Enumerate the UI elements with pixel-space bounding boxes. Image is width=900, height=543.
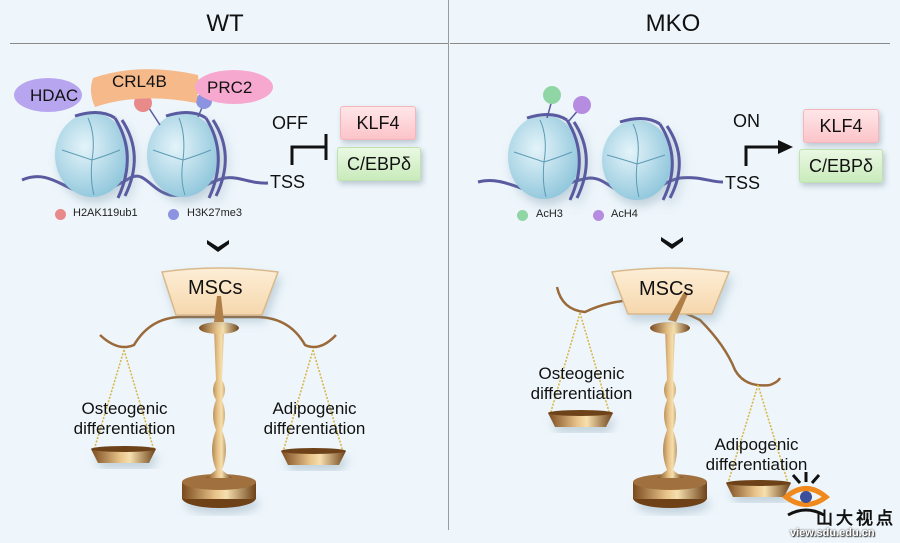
mko-state-label: ON [733, 111, 760, 131]
repression-arrow-icon [290, 134, 328, 165]
prc2-label: PRC2 [207, 78, 253, 97]
wt-klf4-box: KLF4 [340, 106, 416, 140]
ach3-legend-dot [517, 210, 528, 221]
wt-title-divider [10, 43, 448, 44]
wt-complexes [14, 69, 273, 112]
h3k27me3-legend-label: H3K27me3 [187, 207, 243, 219]
wt-tss-label: TSS [270, 172, 306, 192]
wt-panel-title: WT [206, 10, 244, 37]
wt-right-pan [281, 451, 346, 465]
mko-nucleosome-1 [508, 113, 588, 201]
mko-down-chevron-icon [661, 237, 683, 249]
mko-klf4-box: KLF4 [803, 109, 879, 143]
mko-balance-beam [555, 286, 782, 387]
mko-nucleosome-2 [602, 117, 681, 201]
mko-chromatin [477, 86, 724, 201]
panel-divider [448, 0, 449, 530]
h2ak119ub1-legend-label: H2AK119ub1 [73, 207, 138, 219]
h2ak119ub1-legend-dot [55, 209, 66, 220]
watermark-text: 山大视点 [816, 509, 896, 528]
ach3-mark [543, 86, 561, 104]
mko-tss-label: TSS [725, 173, 761, 193]
watermark-eye-logo [781, 472, 831, 517]
wt-msc-label: MSCs [188, 277, 243, 299]
wt-nucleosome-1 [55, 111, 136, 199]
wt-msc-plaque [161, 267, 280, 316]
hdac-complex [14, 78, 82, 112]
wt-left-pan [91, 449, 156, 463]
activation-arrow-icon [744, 145, 780, 166]
mko-right-pan [726, 483, 791, 497]
ach4-legend-label: AcH4 [611, 208, 638, 220]
mko-left-pan [548, 413, 613, 427]
wt-state-label: OFF [272, 113, 308, 133]
mko-panel-title: MKO [645, 10, 701, 37]
wt-balance-scale [91, 267, 346, 508]
crl4b-complex [90, 69, 199, 107]
wt-down-chevron-icon [207, 240, 229, 252]
mko-balance-scale [548, 267, 791, 508]
ach4-legend-dot [593, 210, 604, 221]
crl4b-label: CRL4B [112, 72, 167, 91]
wt-dna-strand [21, 174, 269, 197]
mko-cebpd-box: C/EBPδ [799, 149, 883, 183]
hdac-label: HDAC [30, 86, 79, 105]
wt-nucleosome-2 [147, 111, 227, 199]
watermark-url: view.sdu.edu.cn [790, 527, 875, 539]
wt-cebpd-box: C/EBPδ [337, 147, 421, 181]
h3k27me3-legend-dot [168, 209, 179, 220]
wt-chromatin [21, 93, 269, 199]
prc2-complex [195, 70, 273, 104]
mko-title-divider [450, 43, 890, 44]
ach4-mark [573, 96, 591, 114]
mko-msc-label: MSCs [639, 278, 694, 300]
mko-msc-plaque [610, 267, 731, 315]
ach3-legend-label: AcH3 [536, 208, 563, 220]
